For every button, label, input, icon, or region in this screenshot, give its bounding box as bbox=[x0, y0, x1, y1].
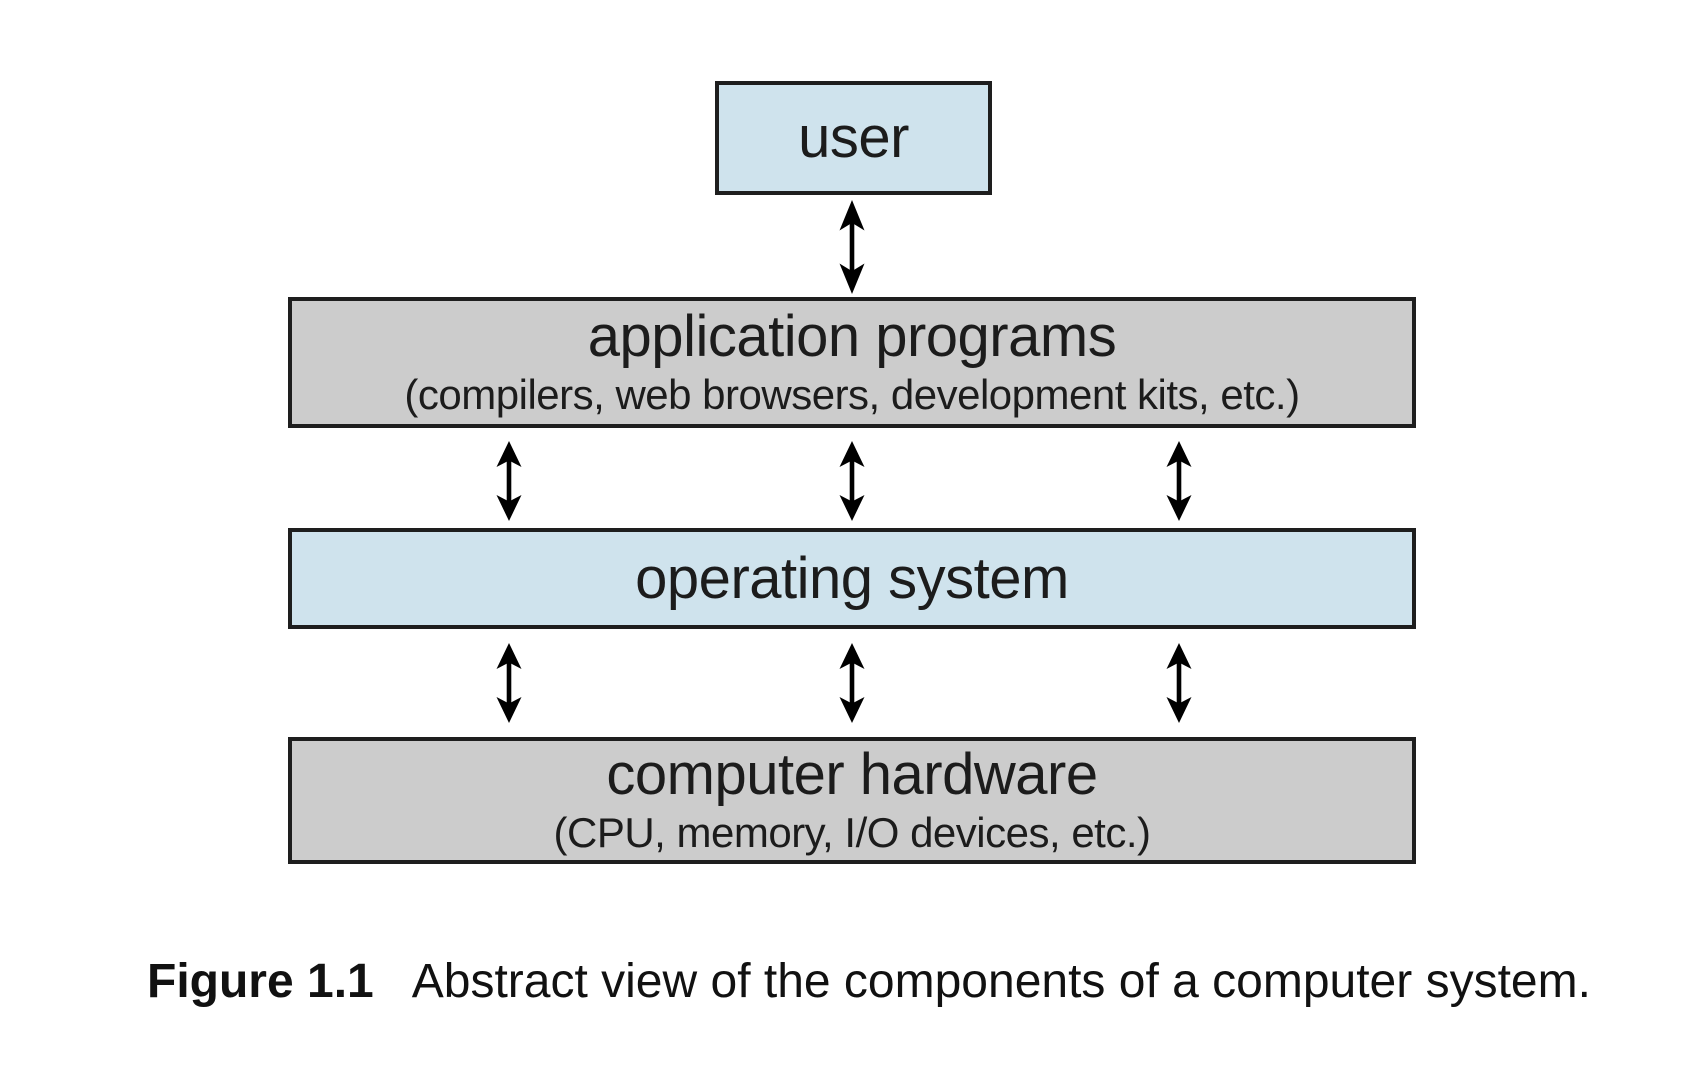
application-programs-box: application programs (compilers, web bro… bbox=[288, 297, 1416, 428]
user-box: user bbox=[715, 81, 992, 195]
figure-caption-label: Figure 1.1 bbox=[147, 955, 374, 1008]
double-arrow-icon bbox=[1166, 643, 1192, 723]
application-programs-label: application programs bbox=[587, 303, 1117, 369]
double-arrow-icon bbox=[839, 643, 865, 723]
double-arrow-icon bbox=[839, 441, 865, 521]
figure-caption-text: Abstract view of the components of a com… bbox=[411, 955, 1591, 1008]
double-arrow-icon bbox=[1166, 441, 1192, 521]
user-box-label: user bbox=[798, 105, 909, 170]
computer-hardware-sublabel: (CPU, memory, I/O devices, etc.) bbox=[553, 808, 1152, 856]
double-arrow-icon bbox=[839, 200, 865, 294]
operating-system-box: operating system bbox=[288, 528, 1416, 629]
application-programs-sublabel: (compilers, web browsers, development ki… bbox=[404, 370, 1300, 418]
computer-hardware-box: computer hardware (CPU, memory, I/O devi… bbox=[288, 737, 1416, 864]
operating-system-label: operating system bbox=[635, 545, 1069, 611]
double-arrow-icon bbox=[496, 441, 522, 521]
figure-caption: Figure 1.1 Abstract view of the component… bbox=[147, 953, 1591, 1011]
double-arrow-icon bbox=[496, 643, 522, 723]
computer-hardware-label: computer hardware bbox=[606, 741, 1098, 807]
